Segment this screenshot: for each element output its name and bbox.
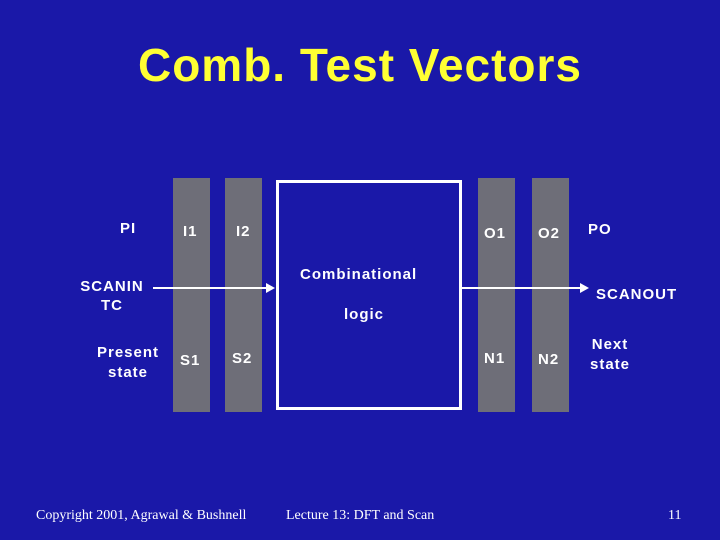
slide-title: Comb. Test Vectors	[137, 39, 583, 91]
label-i1: I1	[183, 223, 198, 240]
label-pi: PI	[120, 220, 137, 237]
label-scanin: SCANIN	[80, 278, 144, 295]
label-logic: logic	[344, 306, 385, 323]
scanout-arrow	[462, 283, 589, 293]
footer-page-number: 11	[668, 508, 682, 523]
label-i2: I2	[236, 223, 251, 240]
input-vector-bar-2	[225, 178, 262, 412]
footer-lecture: Lecture 13: DFT and Scan	[286, 508, 435, 523]
label-tc: TC	[101, 297, 123, 314]
label-next: Next	[591, 336, 629, 353]
label-n2: N2	[538, 351, 560, 368]
input-vector-bar-1	[173, 178, 210, 412]
label-scanout: SCANOUT	[596, 286, 678, 303]
label-o1: O1	[484, 225, 507, 242]
output-vector-bar-2	[532, 178, 569, 412]
label-state-right: state	[589, 356, 631, 373]
combinational-logic-box	[276, 180, 462, 410]
label-state-left: state	[107, 364, 149, 381]
label-s1: S1	[180, 352, 201, 369]
footer-copyright: Copyright 2001, Agrawal & Bushnell	[36, 508, 247, 523]
label-combinational: Combinational	[300, 266, 418, 283]
scanin-arrow	[153, 283, 275, 293]
label-o2: O2	[538, 225, 561, 242]
label-po: PO	[588, 221, 612, 238]
label-n1: N1	[484, 350, 506, 367]
label-s2: S2	[232, 350, 253, 367]
label-present: Present	[96, 344, 160, 361]
output-vector-bar-1	[478, 178, 515, 412]
